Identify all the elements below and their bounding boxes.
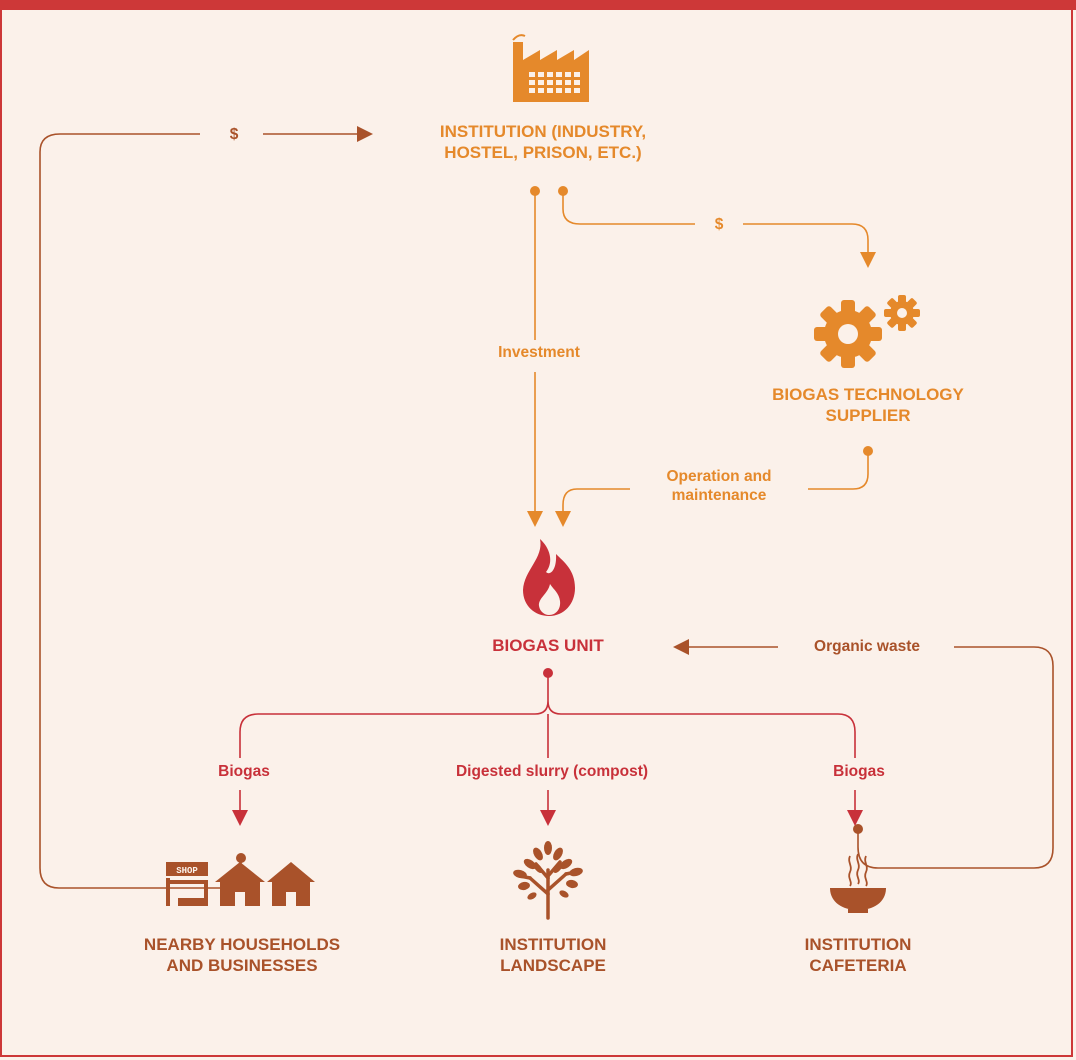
- supplier-label-line2: SUPPLIER: [825, 406, 911, 426]
- operation-maintenance-label: Operation and maintenance: [630, 467, 808, 506]
- investment-label: Investment: [470, 343, 608, 363]
- organic-waste-line: [681, 647, 1054, 869]
- households-label-line1: NEARBY HOUSEHOLDS: [143, 935, 341, 954]
- flame-icon: [523, 539, 575, 616]
- factory-icon: [512, 34, 589, 102]
- organic-waste-label: Organic waste: [780, 637, 954, 657]
- institution-label-line1: INSTITUTION (INDUSTRY,: [439, 122, 647, 141]
- households-label-line2: AND BUSINESSES: [166, 956, 318, 976]
- cafeteria-label-line1: INSTITUTION: [804, 935, 912, 954]
- shop-houses-icon: SHOP: [166, 862, 315, 906]
- operation-maintenance-line: [563, 451, 869, 519]
- biogas-right-label: Biogas: [805, 762, 913, 782]
- cafeteria-label-line2: CAFETERIA: [809, 956, 907, 976]
- bowl-icon: [830, 853, 886, 913]
- households-to-institution-label: $: [210, 125, 258, 145]
- landscape-label: INSTITUTION LANDSCAPE: [448, 934, 658, 977]
- biogas-left-label: Biogas: [190, 762, 298, 782]
- operation-label-line2: maintenance: [671, 487, 767, 505]
- institution-label: INSTITUTION (INDUSTRY, HOSTEL, PRISON, E…: [408, 121, 678, 164]
- gears-icon: [814, 295, 920, 368]
- tree-icon: [513, 841, 583, 920]
- institution-to-supplier-label: $: [695, 215, 743, 235]
- institution-label-line2: HOSTEL, PRISON, ETC.): [444, 143, 642, 163]
- top-banner-bar: [0, 0, 1076, 10]
- supplier-label: BIOGAS TECHNOLOGY SUPPLIER: [732, 384, 1004, 427]
- shop-sign-text: SHOP: [176, 866, 198, 876]
- supplier-label-line1: BIOGAS TECHNOLOGY: [772, 385, 964, 404]
- operation-label-line1: Operation and: [666, 468, 772, 485]
- diagram-frame: [0, 10, 1073, 1057]
- landscape-label-line1: INSTITUTION: [499, 935, 607, 954]
- biogas-unit-branch-line: [239, 673, 856, 758]
- households-label: NEARBY HOUSEHOLDS AND BUSINESSES: [112, 934, 372, 977]
- cafeteria-label: INSTITUTION CAFETERIA: [758, 934, 958, 977]
- biogas-unit-label: BIOGAS UNIT: [492, 636, 604, 655]
- institution-to-supplier-line: [562, 191, 868, 260]
- slurry-label: Digested slurry (compost): [418, 762, 686, 782]
- landscape-label-line2: LANDSCAPE: [500, 956, 606, 976]
